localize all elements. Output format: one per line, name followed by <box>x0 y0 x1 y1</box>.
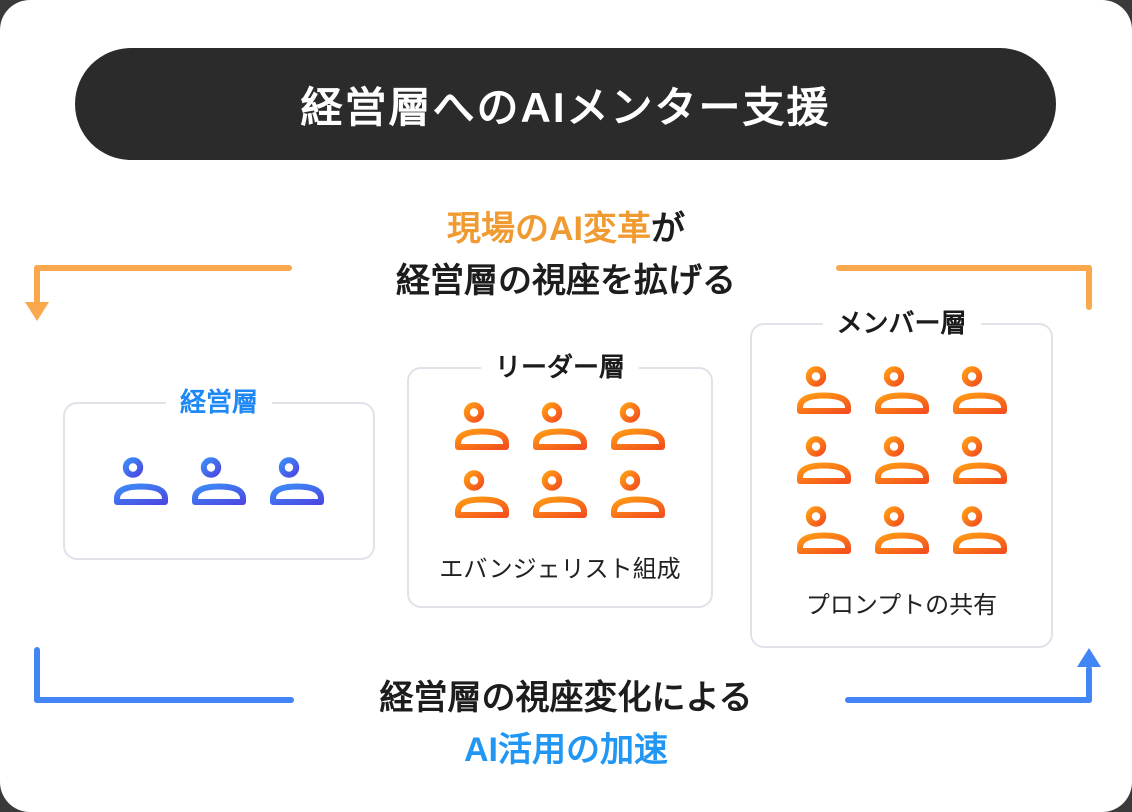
person-icon <box>796 506 851 554</box>
person-icon <box>192 457 246 505</box>
page-title: 経営層へのAIメンター支援 <box>300 83 831 131</box>
orange-arrow-right-vertical <box>1086 265 1092 310</box>
person-icon <box>796 436 851 484</box>
orange-arrow-left-vertical <box>34 265 40 305</box>
person-icon <box>611 402 665 450</box>
person-icon <box>952 436 1007 484</box>
blue-arrowhead-up-icon <box>1077 648 1101 667</box>
person-icon <box>455 470 509 518</box>
blue-arrow-left-horizontal <box>34 697 294 703</box>
top-flow-text: 現場のAI変革が 経営層の視座を拡げる <box>0 203 1132 307</box>
person-icon <box>533 470 587 518</box>
person-icon <box>270 457 324 505</box>
group-box-members: メンバー層 プロンプトの共有 <box>750 306 1053 648</box>
person-icon <box>796 366 851 414</box>
person-icon <box>874 436 929 484</box>
bottom-flow-line1: 経営層の視座変化による <box>379 679 753 717</box>
title-banner: 経営層へのAIメンター支援 <box>75 48 1056 160</box>
person-icon <box>533 402 587 450</box>
orange-arrow-left-horizontal <box>34 265 292 271</box>
person-icon <box>455 402 509 450</box>
bottom-flow-highlight: AI活用の加速 <box>464 731 668 769</box>
blue-arrow-right-horizontal <box>845 697 1092 703</box>
blue-arrow-right-vertical <box>1086 666 1092 703</box>
group-box-leaders: リーダー層 エバンジェリスト組成 <box>407 350 713 608</box>
person-icon <box>874 506 929 554</box>
top-flow-line2: 経営層の視座を拡げる <box>396 262 736 300</box>
person-icon <box>952 366 1007 414</box>
group-caption-members: プロンプトの共有 <box>805 592 998 619</box>
person-icon <box>114 457 168 505</box>
group-label-executives: 経営層 <box>165 385 273 419</box>
person-icon-grid-members <box>796 365 1008 555</box>
person-icon-grid-executives <box>113 456 325 506</box>
orange-arrow-right-horizontal <box>836 265 1092 271</box>
top-flow-suffix: が <box>651 210 685 248</box>
group-label-members: メンバー層 <box>822 306 981 340</box>
person-icon <box>611 470 665 518</box>
top-flow-line1: 現場のAI変革が <box>0 203 1132 255</box>
person-icon <box>874 366 929 414</box>
group-box-executives: 経営層 <box>63 385 375 560</box>
group-label-leaders: リーダー層 <box>480 350 640 384</box>
bottom-flow-text: 経営層の視座変化による AI活用の加速 <box>0 672 1132 776</box>
blue-arrow-left-vertical <box>34 647 40 703</box>
group-caption-leaders: エバンジェリスト組成 <box>439 556 681 583</box>
person-icon <box>952 506 1007 554</box>
person-icon-grid-leaders <box>454 401 666 519</box>
orange-arrowhead-down-icon <box>25 302 49 321</box>
top-flow-highlight: 現場のAI変革 <box>447 210 651 248</box>
